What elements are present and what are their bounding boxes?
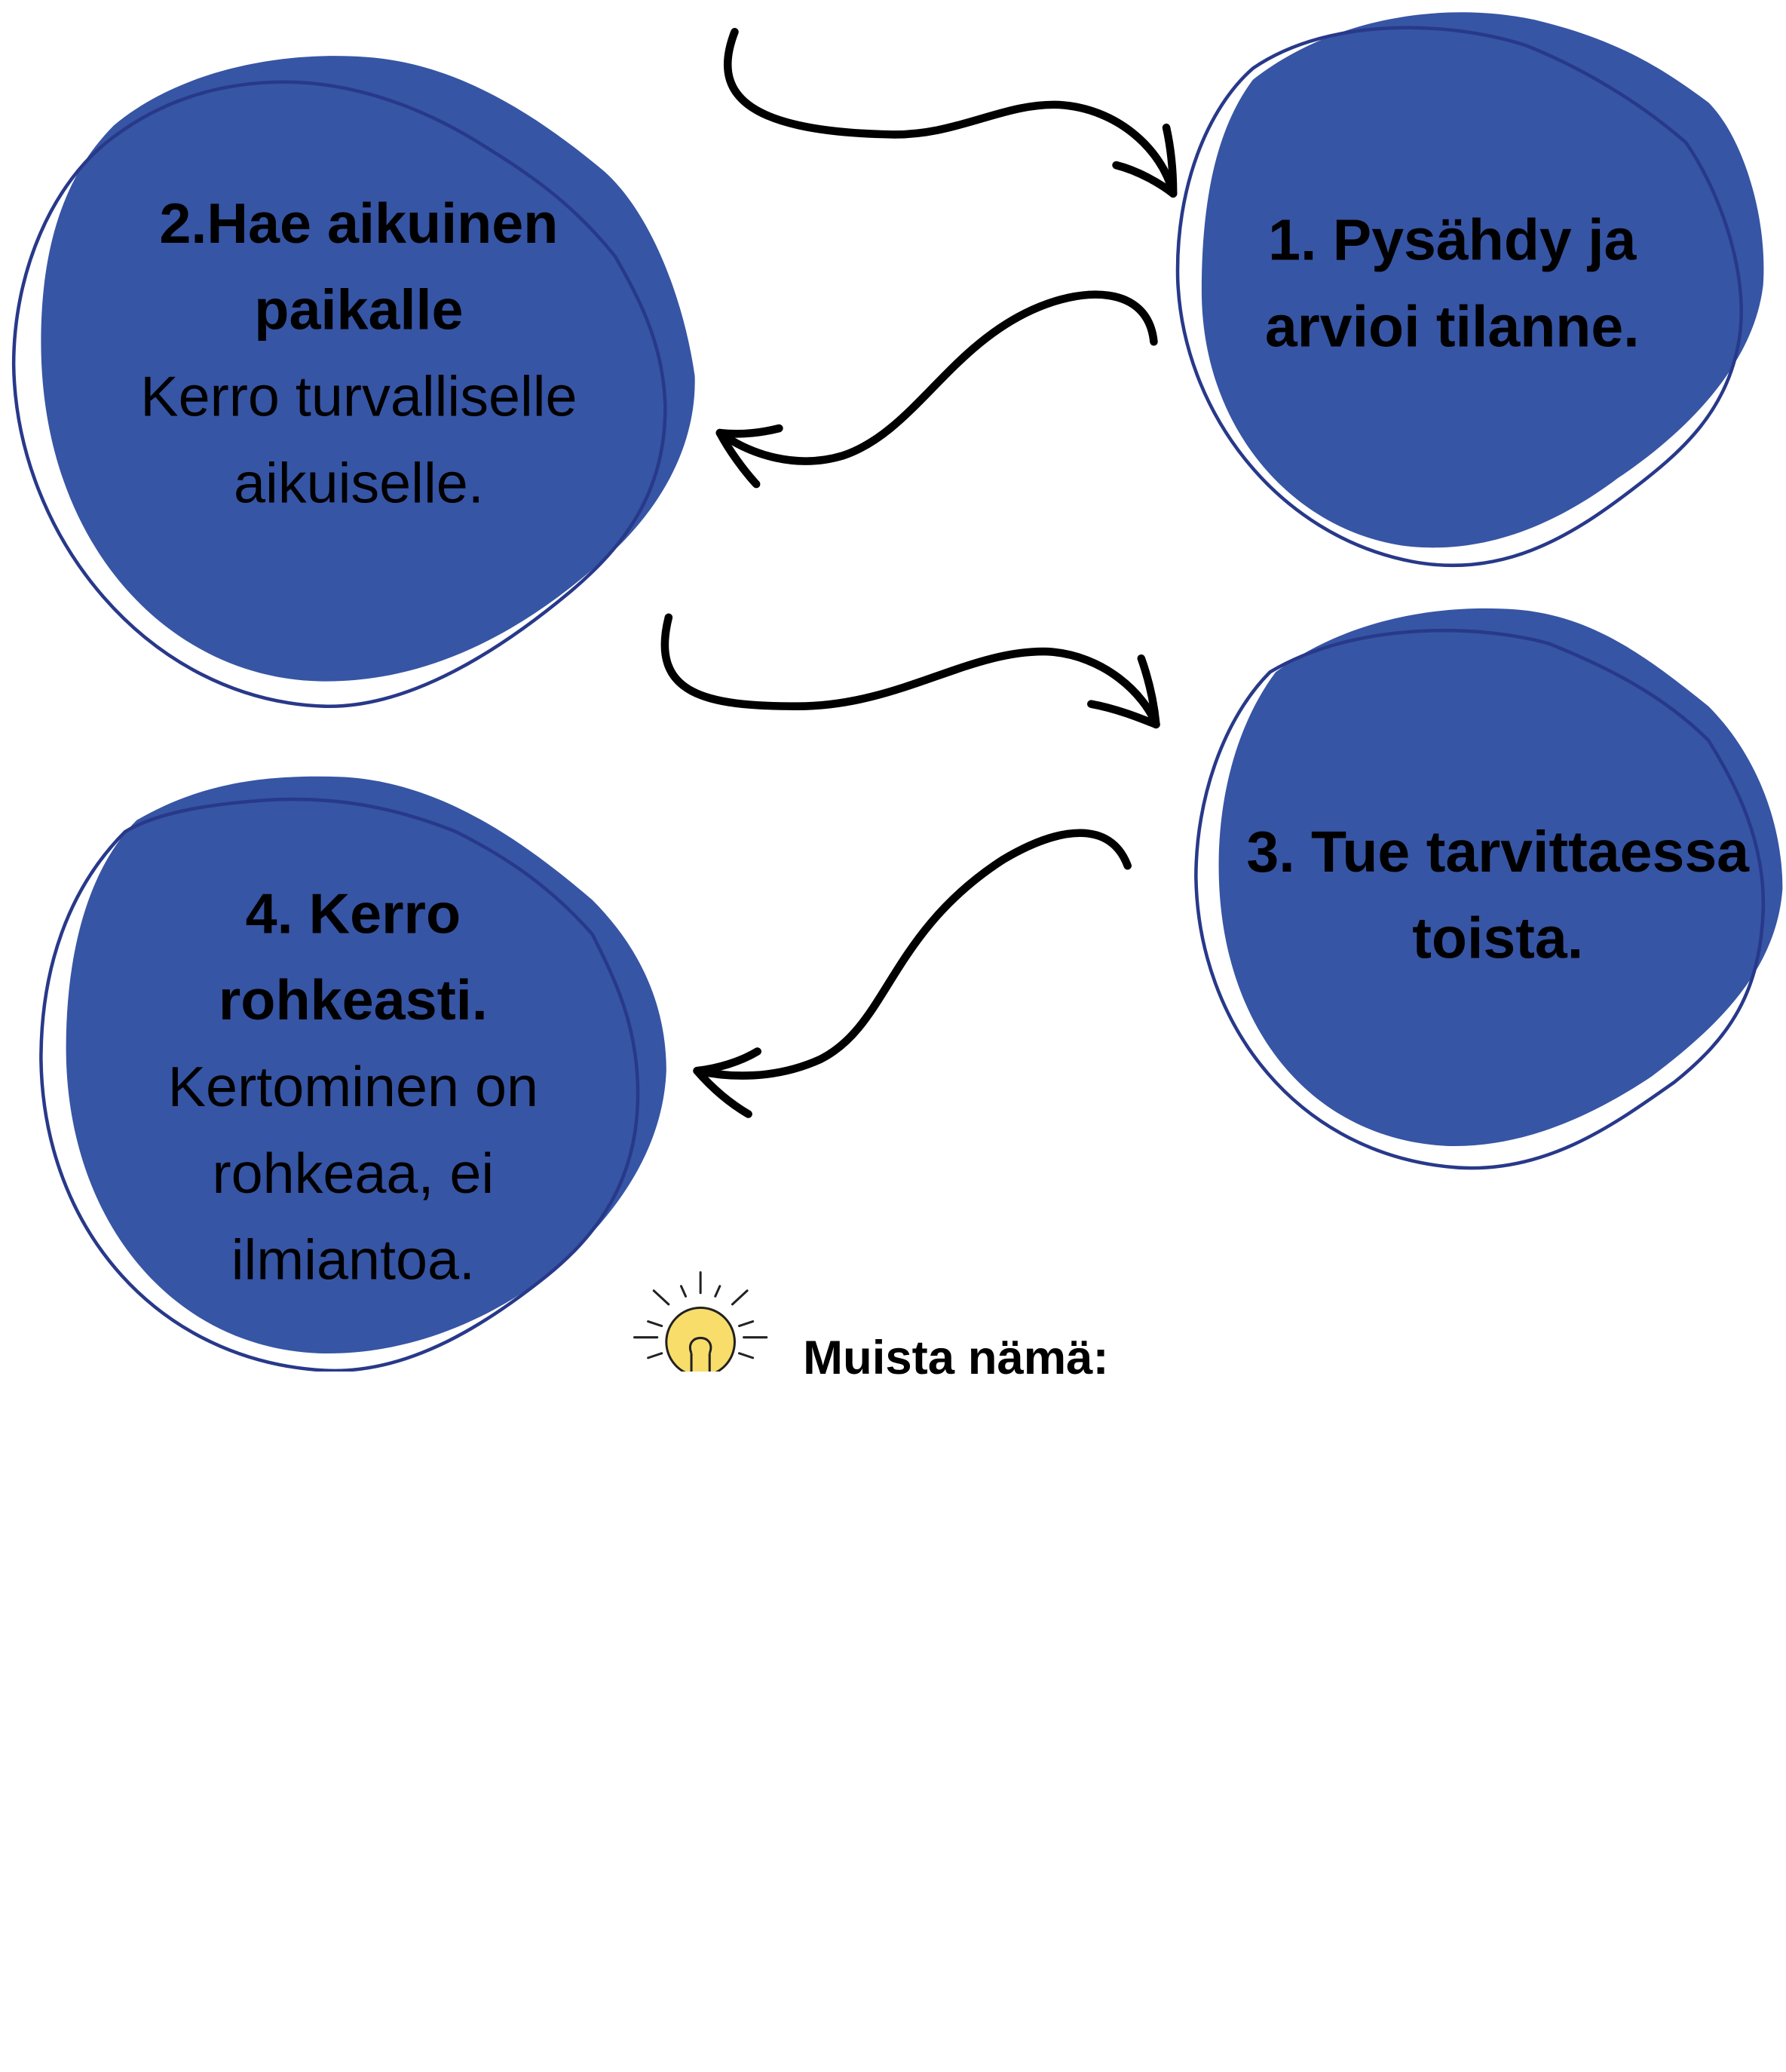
step-1-blob-outline	[1175, 26, 1743, 568]
step-2-desc-line2: aikuiselle.	[234, 451, 484, 515]
step-3-blob-fill	[1218, 608, 1783, 1147]
step-1-title-line1: 1. Pysähdy ja	[1268, 207, 1637, 273]
arrow-to-step-4	[693, 829, 1132, 1080]
step-3-title-line2: toista.	[1412, 906, 1584, 971]
arrow-to-step-1	[723, 28, 1178, 198]
step-4-text: 4. Kerro rohkeasti. Kertominen on rohkea…	[91, 870, 615, 1303]
step-3-text: 3. Tue tarvittaessa toista.	[1219, 809, 1777, 982]
step-4-desc-line1: Kertominen on	[167, 1055, 538, 1119]
step-1-blob-fill	[1201, 12, 1764, 548]
step-4-desc-line3: ilmiantoa.	[231, 1228, 476, 1292]
step-2-title-line1: 2.Hae aikuinen	[159, 191, 559, 256]
arrow-to-step-2-head	[715, 424, 783, 489]
arrow-to-step-2	[715, 290, 1158, 465]
lightbulb-icon	[633, 1271, 768, 1372]
step-2-blob	[11, 56, 695, 708]
step-3-blob-outline	[1194, 628, 1766, 1170]
arrow-to-step-4-head	[693, 1047, 761, 1118]
step-3-blob	[1194, 608, 1783, 1170]
remember-label: Muista nämä:	[803, 1330, 1109, 1384]
step-2-text: 2.Hae aikuinen paikalle Kerro turvallise…	[69, 180, 650, 526]
step-1-text: 1. Pysähdy ja arvioi tilanne.	[1219, 197, 1686, 370]
step-3-title-line1: 3. Tue tarvittaessa	[1246, 819, 1750, 884]
diagram-graphics	[11, 12, 1783, 1372]
step-1-title-line2: arvioi tilanne.	[1264, 293, 1640, 359]
step-2-blob-fill	[41, 56, 695, 682]
step-4-blob-outline	[39, 797, 640, 1372]
step-2-desc-line1: Kerro turvalliselle	[140, 364, 577, 429]
step-2-title-line2: paikalle	[254, 277, 464, 342]
step-4-title-line1: 4. Kerro	[245, 881, 461, 946]
arrow-to-step-3	[660, 613, 1160, 729]
step-1-blob	[1175, 12, 1764, 568]
step-4-blob-fill	[66, 776, 666, 1353]
step-4-blob	[39, 776, 666, 1372]
arrow-to-step-1-head	[1112, 123, 1178, 198]
step-4-title-line2: rohkeasti.	[218, 968, 488, 1032]
arrow-to-step-3-head	[1087, 654, 1160, 729]
step-2-blob-outline	[11, 80, 667, 708]
step-4-desc-line2: rohkeaa, ei	[212, 1141, 495, 1206]
